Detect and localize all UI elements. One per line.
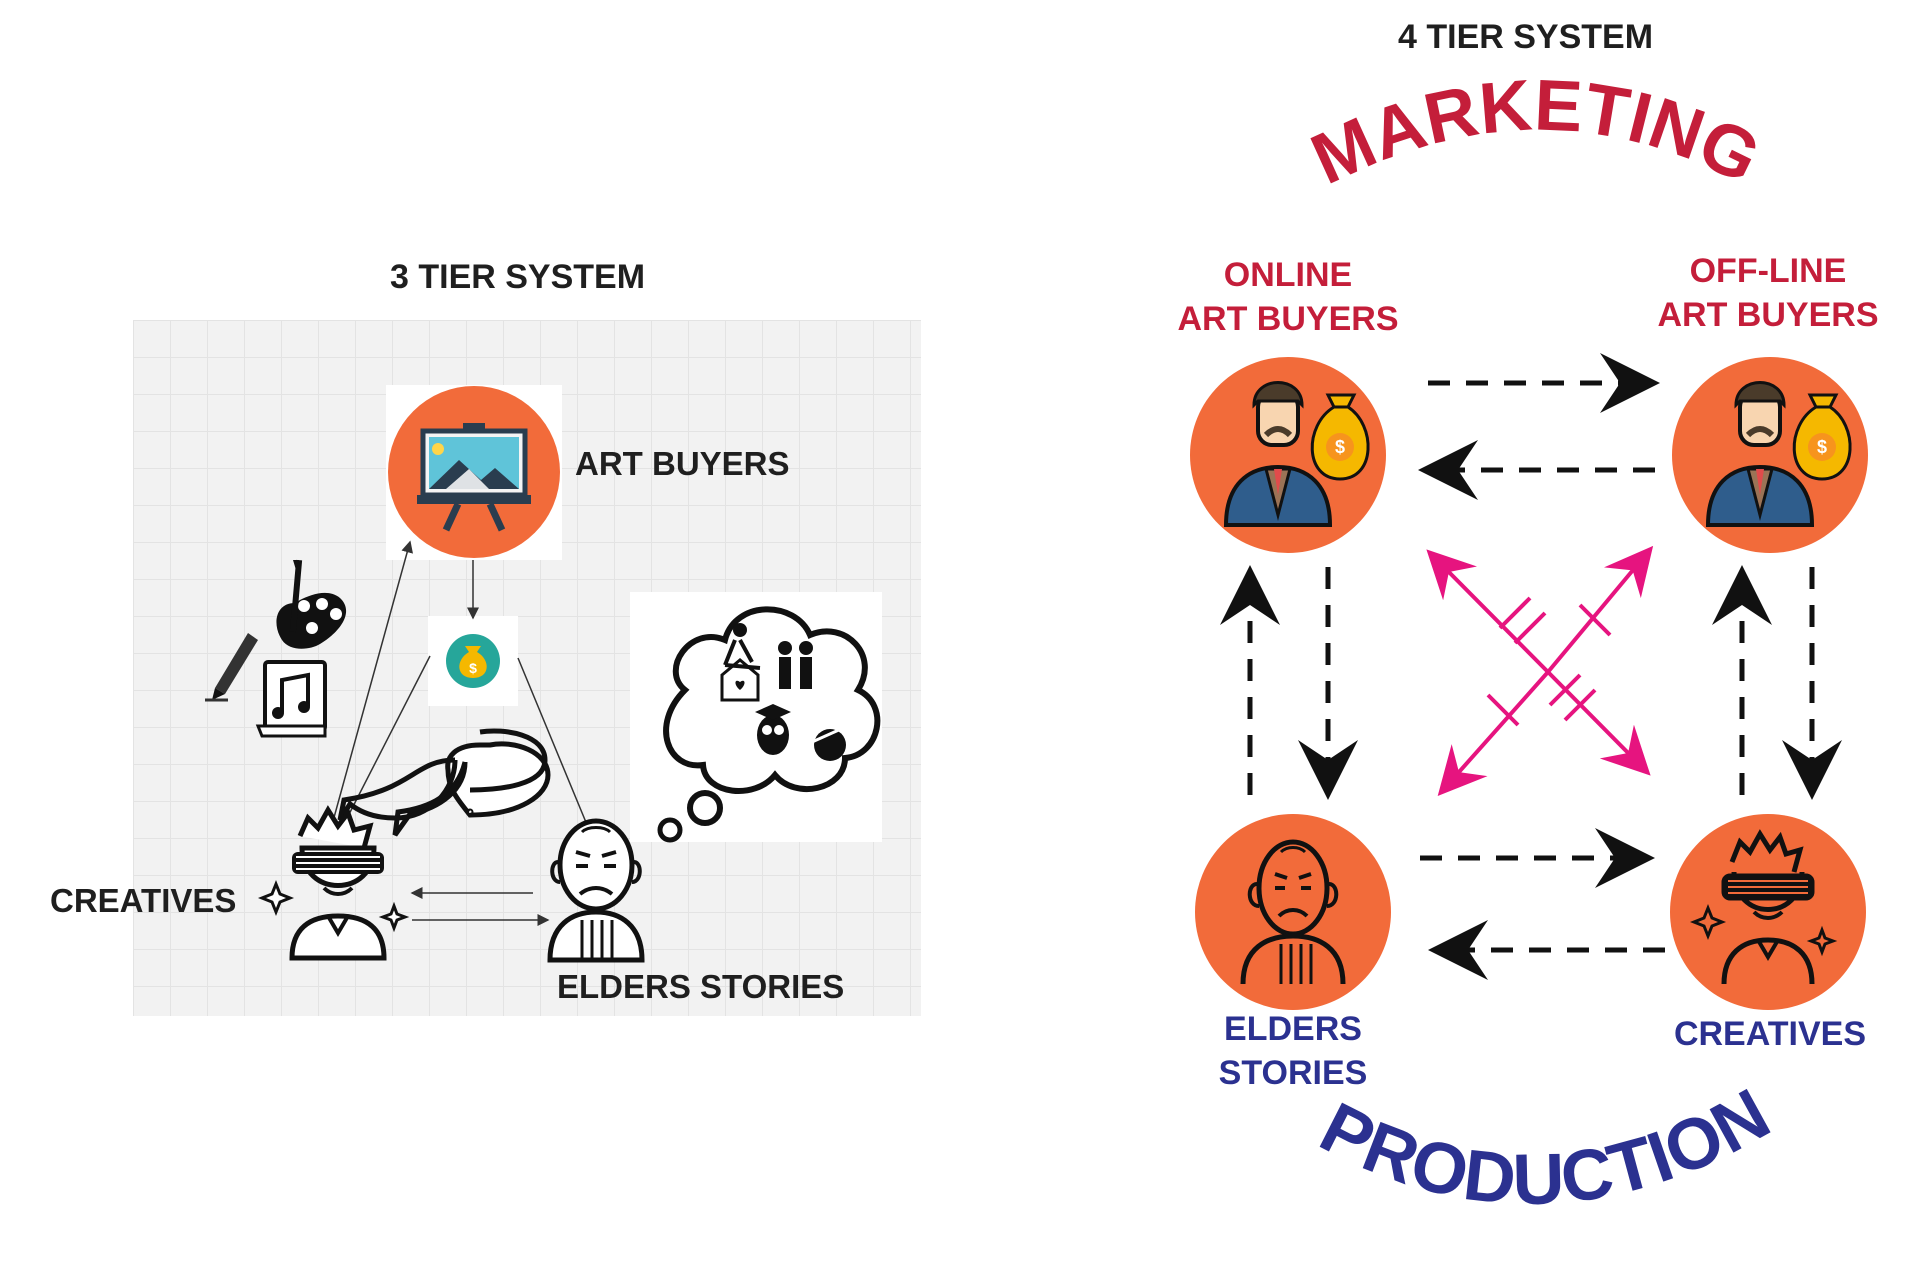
cross-hatch-5 (1486, 693, 1520, 727)
cross-hatch-6 (1578, 603, 1612, 637)
elders-node (1195, 814, 1391, 1010)
thought-cloud-icon (657, 606, 881, 843)
pencil-icon (205, 633, 258, 702)
elder-person-icon (1240, 839, 1346, 985)
speech-bubbles-icon (469, 728, 548, 793)
offline-buyers-label-line1: OFF-LINE (1690, 252, 1847, 290)
online-buyers-label-line2: ART BUYERS (1177, 300, 1398, 338)
elders-label-line1: ELDERS (1224, 1010, 1362, 1048)
production-arc-label: PRODUCTION (1308, 1074, 1782, 1220)
creatives-person-icon (1689, 829, 1838, 985)
elders-stories-label: ELDERS STORIES (557, 968, 844, 1005)
money-bag-icon: $ (446, 634, 500, 688)
art-buyers-label: ART BUYERS (575, 445, 790, 482)
offline-buyers-label-line2: ART BUYERS (1657, 296, 1878, 334)
money-symbol: $ (1335, 437, 1345, 457)
money-to-elders-arrow (517, 657, 592, 834)
money-symbol: $ (1817, 437, 1827, 457)
offline-buyer-node: $ (1672, 357, 1868, 553)
businessman-icon (1705, 381, 1815, 527)
creatives-to-buyers-arrow (329, 540, 413, 833)
cross-arrow-to-creatives (1546, 670, 1651, 776)
cross-arrows (1426, 545, 1654, 796)
music-sheet-icon (255, 660, 327, 738)
online-buyer-node: $ (1190, 357, 1386, 553)
cross-arrow-to-offline (1546, 545, 1654, 674)
elder-person-icon (547, 818, 645, 963)
creatives-node (1670, 814, 1866, 1010)
palette-icon (276, 559, 347, 649)
easel-icon (388, 386, 560, 558)
money-symbol: $ (469, 660, 477, 676)
cross-arrow-to-elders (1437, 670, 1550, 796)
businessman-icon (1223, 381, 1333, 527)
money-bag-icon: $ (1310, 393, 1370, 481)
cross-hatch-4 (1563, 688, 1597, 722)
creatives-person-icon (257, 805, 410, 961)
cross-arrow-to-online (1426, 549, 1550, 674)
cross-hatch-2 (1513, 611, 1547, 645)
online-buyers-label-line1: ONLINE (1224, 256, 1352, 294)
cross-hatch-1 (1498, 596, 1532, 630)
money-bag-icon: $ (1792, 393, 1852, 481)
three-tier-title: 3 TIER SYSTEM (390, 258, 646, 296)
conversation-icon (337, 741, 551, 837)
elders-label-line2: STORIES (1219, 1054, 1368, 1092)
four-tier-title: 4 TIER SYSTEM (1398, 18, 1654, 56)
cross-hatch-3 (1548, 673, 1582, 707)
creatives-label: CREATIVES (50, 882, 236, 919)
marketing-arc-label: MARKETING (1300, 65, 1772, 200)
creatives-label-right: CREATIVES (1674, 1015, 1866, 1053)
